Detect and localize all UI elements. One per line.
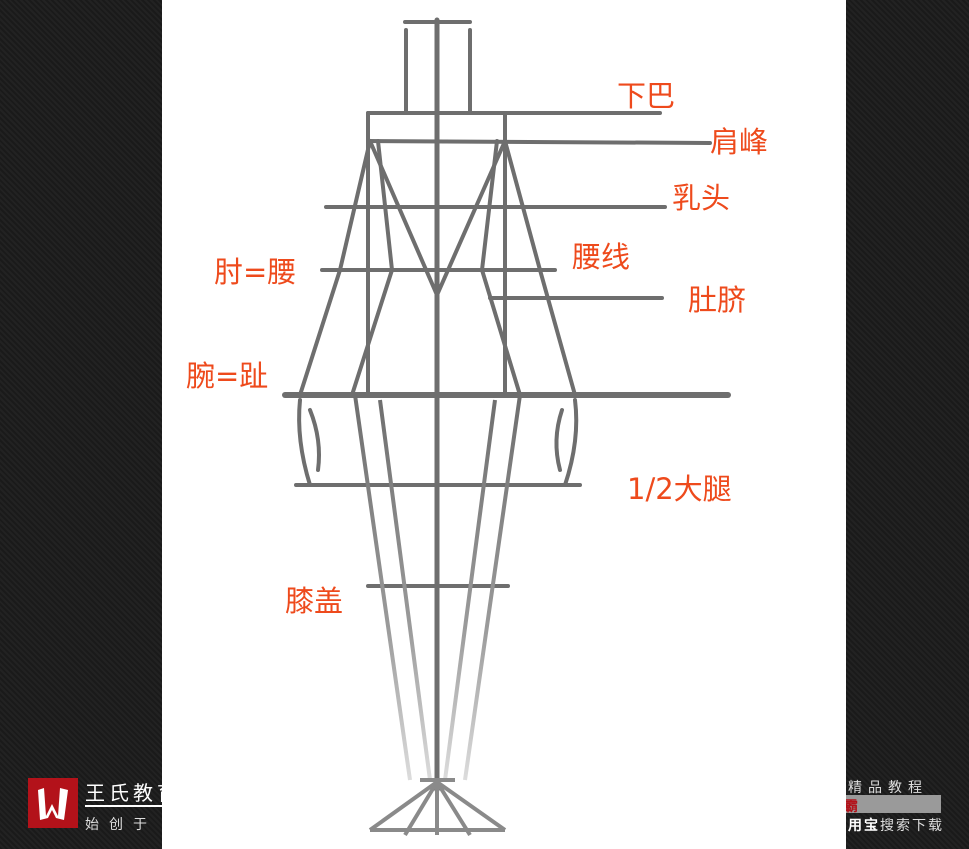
brand-subtitle: 始创于: [85, 817, 157, 833]
watermark-line1: 精品教程: [848, 780, 928, 796]
legs: [353, 394, 522, 781]
right-arm: [479, 139, 577, 397]
feet: [368, 778, 507, 837]
watermark-line3: 用宝搜索下载: [848, 815, 944, 835]
brand-title: 王氏教育: [85, 781, 181, 805]
label-navel: 肚脐: [688, 283, 747, 317]
label-shoulder-peak: 肩峰: [710, 125, 769, 159]
torso-v: [368, 139, 507, 300]
label-knee: 膝盖: [285, 584, 344, 618]
brand-divider: [85, 805, 162, 807]
left-arm: [298, 139, 395, 397]
watermark-bar: [846, 795, 941, 813]
watermark-bold: 用宝: [848, 818, 880, 834]
label-nipple: 乳头: [672, 181, 731, 215]
label-wrist-crotch: 腕=趾: [186, 359, 269, 393]
right-hand: [554, 398, 579, 487]
watermark-text: 搜索下载: [880, 818, 944, 834]
label-elbow-waist: 肘=腰: [214, 255, 297, 289]
label-chin: 下巴: [617, 79, 676, 113]
label-waistline: 腰线: [572, 240, 631, 274]
brand-logo-icon: [28, 778, 78, 828]
label-half-thigh: 1/2大腿: [627, 472, 732, 506]
shoulder-line: [366, 139, 712, 145]
left-hand: [297, 398, 321, 487]
